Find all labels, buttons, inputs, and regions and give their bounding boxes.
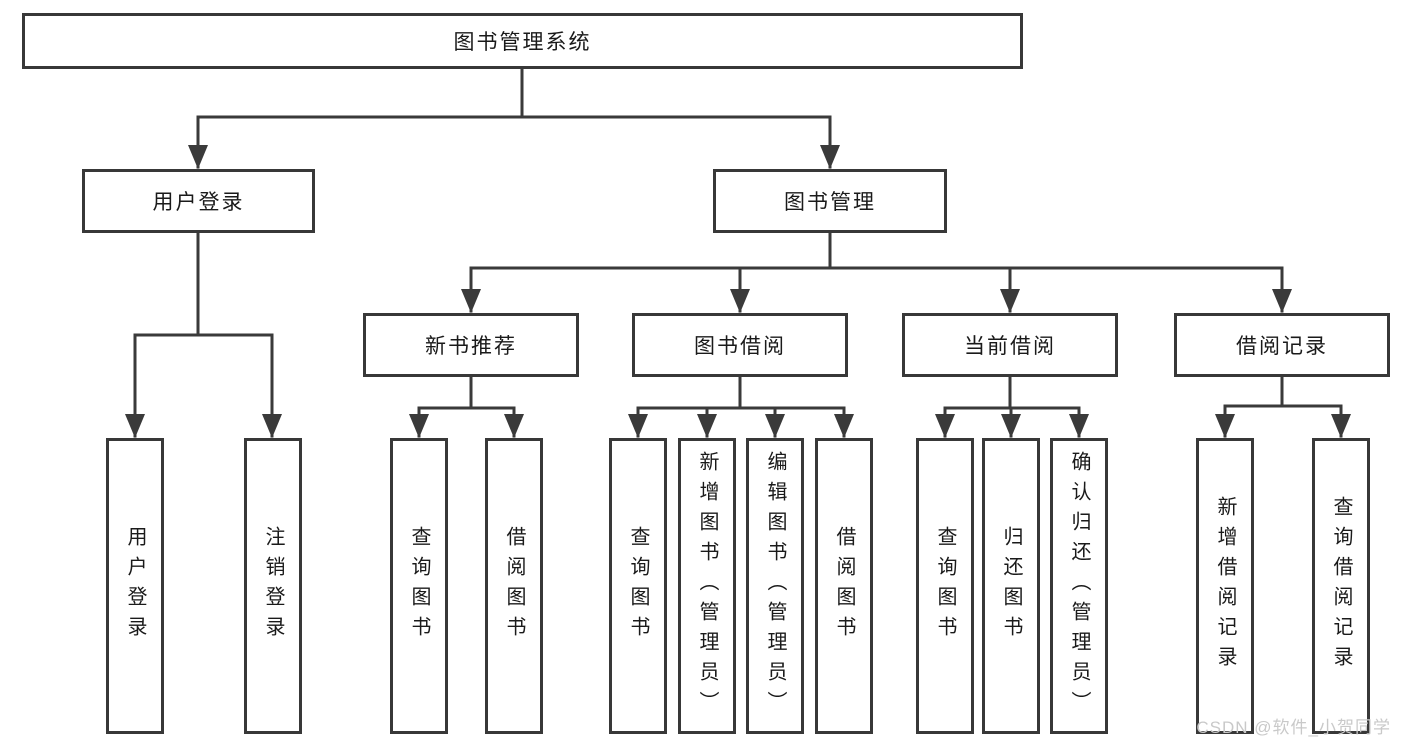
node-root-system: 图书管理系统 bbox=[22, 13, 1023, 69]
node-new-book-recommend: 新书推荐 bbox=[363, 313, 579, 377]
node-root-system-label: 图书管理系统 bbox=[453, 31, 592, 54]
node-book-borrow: 图书借阅 bbox=[632, 313, 848, 377]
connector-book-borrow bbox=[628, 375, 854, 438]
node-user-login-group: 用户登录 bbox=[82, 169, 315, 233]
leaf-borrow-query-books-label: 查询图书 bbox=[627, 526, 649, 646]
leaf-user-login-label: 用户登录 bbox=[124, 526, 146, 646]
leaf-current-return-books-label: 归还图书 bbox=[1000, 526, 1022, 646]
node-user-login-group-label: 用户登录 bbox=[152, 191, 245, 214]
leaf-records-add-record-label: 新增借阅记录 bbox=[1214, 496, 1236, 676]
leaf-user-login: 用户登录 bbox=[106, 438, 164, 734]
leaf-current-return-books: 归还图书 bbox=[982, 438, 1040, 734]
leaf-recommend-borrow-books: 借阅图书 bbox=[485, 438, 543, 734]
leaf-records-query-record-label: 查询借阅记录 bbox=[1330, 496, 1352, 676]
leaf-records-query-record: 查询借阅记录 bbox=[1312, 438, 1370, 734]
leaf-borrow-borrow-books: 借阅图书 bbox=[815, 438, 873, 734]
leaf-recommend-query-books: 查询图书 bbox=[390, 438, 448, 734]
node-borrow-records: 借阅记录 bbox=[1174, 313, 1390, 377]
node-book-borrow-label: 图书借阅 bbox=[694, 335, 786, 358]
connector-user-group bbox=[125, 231, 282, 438]
node-current-borrow: 当前借阅 bbox=[902, 313, 1118, 377]
connector-new-book-recommend bbox=[409, 375, 524, 438]
connector-current-borrow bbox=[935, 375, 1089, 438]
connector-root-to-level2 bbox=[188, 67, 840, 169]
node-new-book-recommend-label: 新书推荐 bbox=[425, 335, 517, 358]
node-borrow-records-label: 借阅记录 bbox=[1236, 335, 1328, 358]
leaf-logout-label: 注销登录 bbox=[262, 526, 284, 646]
node-current-borrow-label: 当前借阅 bbox=[964, 335, 1056, 358]
connector-management-to-sections bbox=[461, 231, 1292, 313]
leaf-current-confirm-return-admin-label: 确认归还（管理员） bbox=[1068, 451, 1090, 721]
leaf-current-confirm-return-admin: 确认归还（管理员） bbox=[1050, 438, 1108, 734]
leaf-borrow-add-books-admin: 新增图书（管理员） bbox=[678, 438, 736, 734]
leaf-borrow-borrow-books-label: 借阅图书 bbox=[833, 526, 855, 646]
node-book-management-label: 图书管理 bbox=[784, 191, 876, 214]
leaf-borrow-edit-books-admin: 编辑图书（管理员） bbox=[746, 438, 804, 734]
leaf-current-query-books-label: 查询图书 bbox=[934, 526, 956, 646]
node-book-management: 图书管理 bbox=[713, 169, 947, 233]
leaf-recommend-borrow-books-label: 借阅图书 bbox=[503, 526, 525, 646]
leaf-recommend-query-books-label: 查询图书 bbox=[408, 526, 430, 646]
connector-borrow-records bbox=[1215, 375, 1351, 438]
leaf-borrow-edit-books-admin-label: 编辑图书（管理员） bbox=[764, 451, 786, 721]
leaf-current-query-books: 查询图书 bbox=[916, 438, 974, 734]
leaf-borrow-add-books-admin-label: 新增图书（管理员） bbox=[696, 451, 718, 721]
leaf-borrow-query-books: 查询图书 bbox=[609, 438, 667, 734]
leaf-records-add-record: 新增借阅记录 bbox=[1196, 438, 1254, 734]
leaf-logout: 注销登录 bbox=[244, 438, 302, 734]
watermark-text: CSDN @软件_小贺同学 bbox=[1196, 718, 1391, 737]
